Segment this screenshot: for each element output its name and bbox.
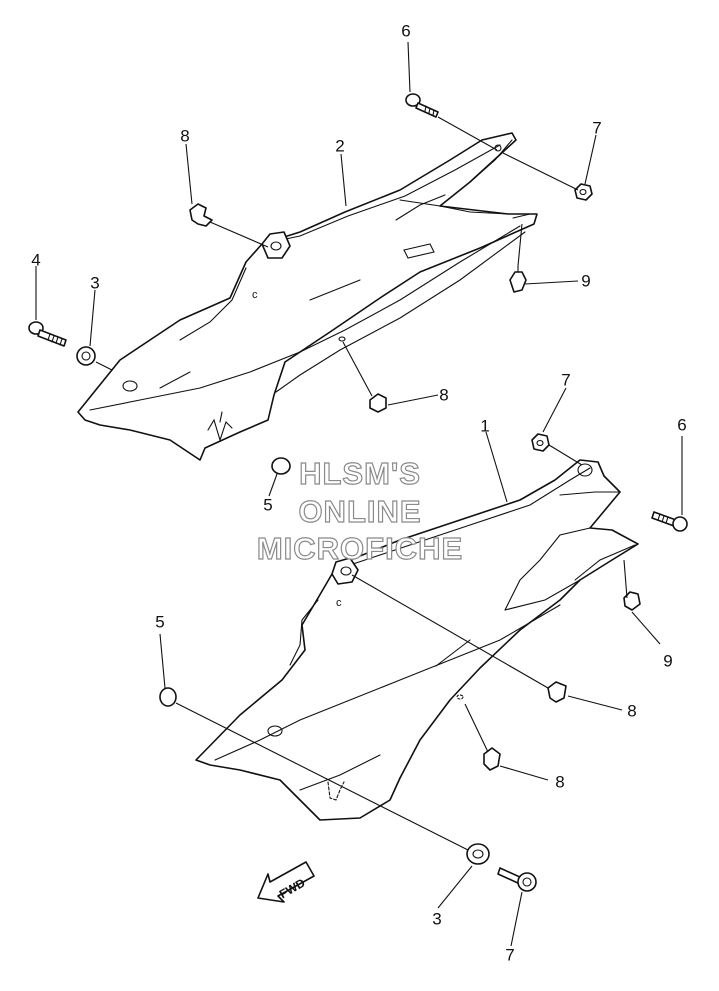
- clip-icon: [547, 681, 567, 703]
- side-cover-lower: c: [195, 459, 639, 821]
- nut-icon: [574, 183, 593, 201]
- clip-icon: [623, 591, 641, 611]
- callout-upper-bolt-top: 6: [401, 22, 410, 41]
- bolt-icon: [405, 93, 439, 118]
- callout-upper-clip-bottom: 8: [439, 386, 448, 405]
- bolt-icon: [497, 867, 537, 892]
- watermark-line3: MICROFICHE: [257, 531, 463, 566]
- clip-icon: [509, 265, 527, 293]
- callout-upper-clip-left: 8: [180, 127, 189, 146]
- callout-upper-cover: 2: [335, 137, 344, 156]
- nut-icon: [531, 433, 550, 452]
- callout-upper-grommet-left: 3: [90, 274, 99, 293]
- callout-upper-bolt-left: 4: [31, 251, 40, 270]
- svg-text:c: c: [252, 289, 258, 301]
- leader-lines: [35, 41, 683, 947]
- callout-lower-grommet-bottom: 3: [432, 910, 441, 929]
- forward-arrow-icon: FWD: [257, 861, 315, 903]
- callout-lower-nut-top: 7: [561, 371, 570, 390]
- callout-lower-bolt-bottom: 7: [505, 946, 514, 965]
- callout-upper-grommet-bottom: 5: [263, 496, 272, 515]
- callout-lower-clip-mid: 8: [627, 702, 636, 721]
- grommet-icon: [271, 457, 291, 475]
- side-cover-upper: c: [77, 132, 538, 461]
- clip-icon: [483, 747, 501, 771]
- watermark-line2: ONLINE: [298, 494, 421, 529]
- callout-upper-clip-right: 9: [581, 272, 590, 291]
- grommet-icon: [159, 687, 177, 707]
- grommet-icon: [76, 346, 96, 366]
- svg-text:c: c: [336, 597, 342, 609]
- callout-lower-cover: 1: [480, 417, 489, 436]
- callout-lower-clip-right: 9: [663, 652, 672, 671]
- callout-lower-grommet-left: 5: [155, 613, 164, 632]
- bolt-icon: [651, 511, 688, 532]
- callout-upper-nut-top: 7: [592, 119, 601, 138]
- callout-lower-clip-bottom: 8: [555, 773, 564, 792]
- watermark: HLSM'S ONLINE MICROFICHE: [256, 455, 463, 566]
- clip-icon: [369, 393, 387, 413]
- clip-icon: [189, 203, 213, 227]
- watermark-line1: HLSM'S: [299, 456, 421, 491]
- callout-labels: 6 7 2 8 4 3 9 8 5 7 1 6 9 5 8 8 3 7: [31, 22, 686, 965]
- grommet-icon: [466, 843, 490, 865]
- callout-lower-bolt-right: 6: [677, 416, 686, 435]
- bolt-icon: [28, 321, 67, 347]
